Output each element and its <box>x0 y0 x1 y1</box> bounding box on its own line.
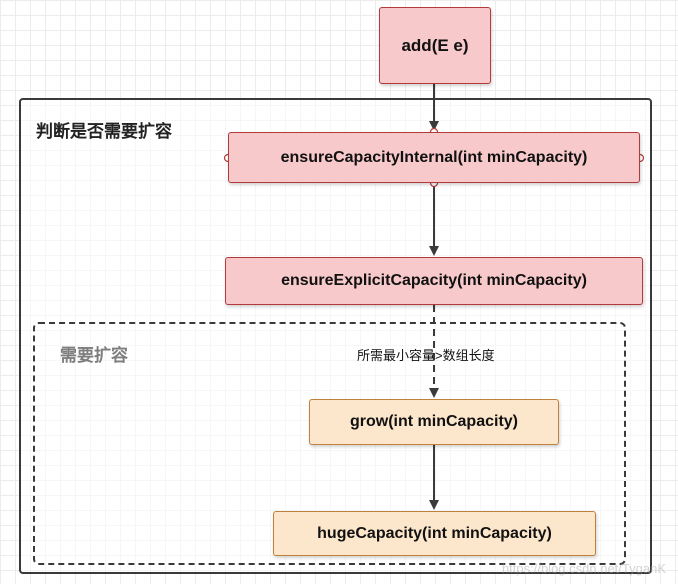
edge-condition-label: 所需最小容量>数组长度 <box>357 348 495 363</box>
node-grow[interactable]: grow(int minCapacity) <box>309 399 559 445</box>
inner-frame-needs-resize <box>33 322 626 565</box>
node-ensure-capacity-internal[interactable]: ensureCapacityInternal(int minCapacity) <box>228 132 640 183</box>
node-add[interactable]: add(E e) <box>379 7 491 84</box>
node-ensure-explicit-capacity[interactable]: ensureExplicitCapacity(int minCapacity) <box>225 257 643 305</box>
watermark: https://blog.csdn.net/TyganK <box>501 561 666 576</box>
inner-frame-label: 需要扩容 <box>60 346 128 365</box>
outer-frame-label: 判断是否需要扩容 <box>36 122 172 141</box>
node-huge-capacity[interactable]: hugeCapacity(int minCapacity) <box>273 511 596 556</box>
